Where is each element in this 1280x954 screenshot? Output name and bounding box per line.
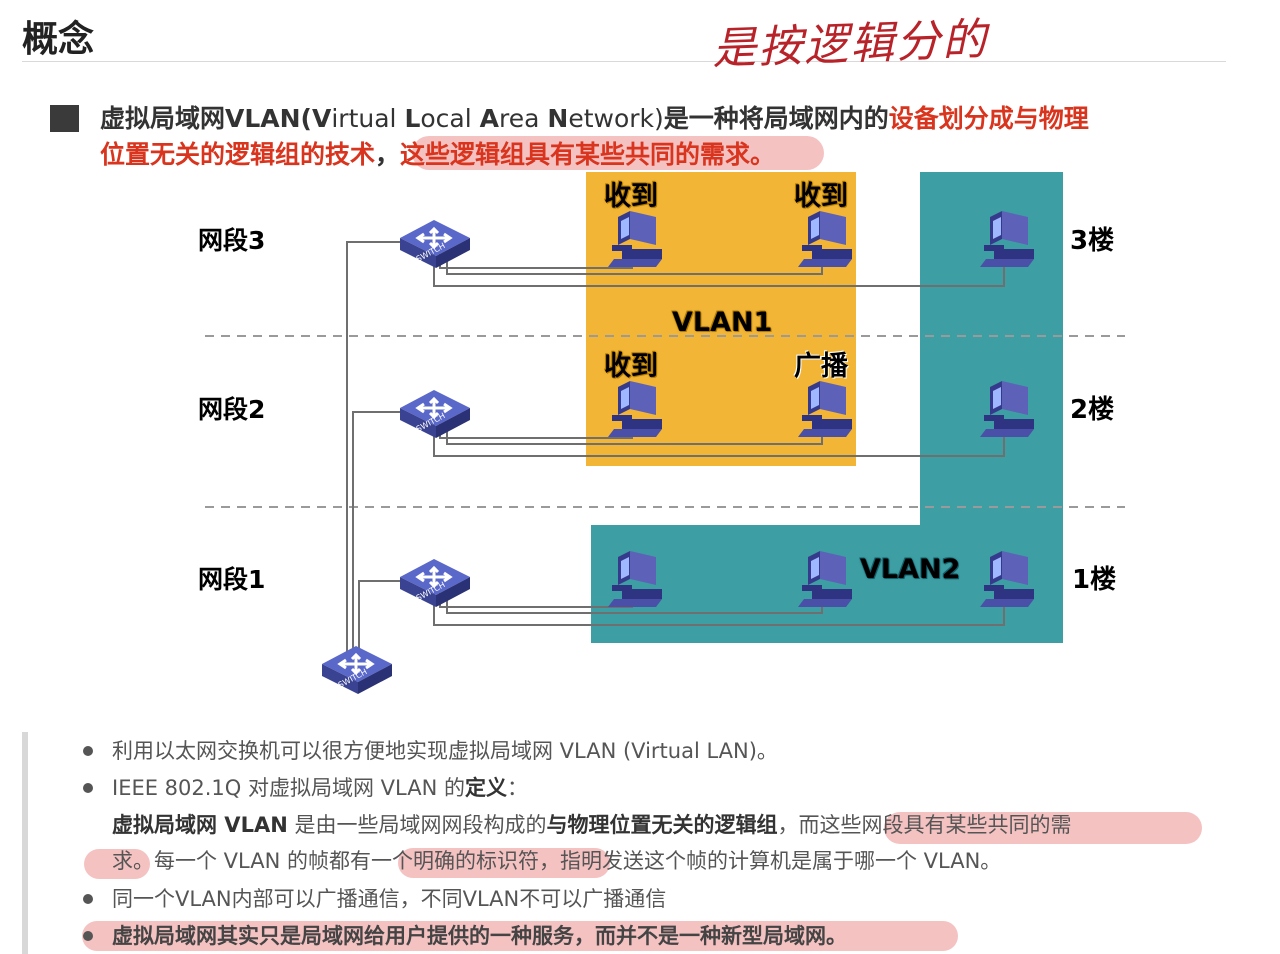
definition-text: 虚拟局域网VLAN(	[100, 104, 312, 133]
vlan2-label: VLAN2	[860, 554, 960, 585]
vlan1-label: VLAN1	[672, 307, 772, 338]
highlight-mark	[82, 921, 958, 951]
cable-line	[433, 590, 1005, 626]
title-divider	[22, 61, 1226, 62]
definition-text: etwork)	[568, 104, 664, 133]
note-text: ，而这些网段具有某些共同的需	[777, 813, 1072, 837]
segment-label: 网段3	[198, 226, 265, 255]
note-bold-text: 虚拟局域网 VLAN	[112, 813, 288, 837]
received-label: 收到	[604, 181, 658, 212]
note-text: ，指明发送这个帧的计算机是属于哪一个 VLAN。	[538, 849, 1002, 873]
note-bold-text: 定义	[464, 776, 507, 800]
broadcast-label: 广播	[794, 351, 849, 382]
cable-line	[358, 580, 400, 655]
bullet-dot-icon	[83, 931, 93, 941]
segment-label: 网段1	[198, 565, 265, 594]
definition-text: ocal	[420, 104, 480, 133]
bullet-dot-icon	[83, 783, 93, 793]
floor-label: 1楼	[1072, 565, 1116, 595]
highlight-mark	[884, 812, 1202, 844]
note-text: 求。每一个 VLAN 的帧都有	[112, 849, 371, 873]
bullet-square-icon	[50, 105, 79, 132]
note-item: IEEE 802.1Q 对虚拟局域网 VLAN 的定义：	[112, 773, 528, 803]
segment-label: 网段2	[198, 395, 265, 424]
note-text: ：	[506, 776, 528, 800]
definition-text: N	[547, 104, 569, 133]
note-item: 求。每一个 VLAN 的帧都有一个明确的标识符，指明发送这个帧的计算机是属于哪一…	[112, 846, 1001, 876]
received-label: 收到	[794, 181, 848, 212]
note-text: IEEE 802.1Q 对虚拟局域网 VLAN 的	[112, 776, 465, 800]
notes-side-bar	[22, 732, 28, 954]
cable-line	[346, 241, 400, 655]
floor-label: 3楼	[1070, 226, 1114, 256]
definition-text: V	[311, 104, 332, 133]
vlan-diagram: SWITCH SWITCH SWITCH SWITCH 网段3 网段2 网段1 …	[198, 172, 1125, 696]
received-label: 收到	[604, 351, 658, 382]
definition-text: irtual	[331, 104, 405, 133]
definition-emphasis: 位置无关的逻辑组的技术	[100, 140, 376, 169]
page-title: 概念	[22, 19, 95, 60]
note-text: 是由一些局域网网段构成的	[287, 813, 547, 837]
vlan2-region	[591, 172, 1063, 643]
definition-line-1: 虚拟局域网VLAN(Virtual Local Area Network)是一种…	[100, 101, 1089, 137]
definition-text: L	[404, 104, 421, 133]
note-item: 虚拟局域网 VLAN 是由一些局域网网段构成的与物理位置无关的逻辑组，而这些网段…	[112, 810, 1071, 840]
note-text: 一个明确的标识符	[370, 849, 539, 873]
bullet-dot-icon	[83, 894, 93, 904]
bullet-dot-icon	[83, 746, 93, 756]
definition-text: rea	[499, 104, 548, 133]
note-item: 同一个VLAN内部可以广播通信，不同VLAN不可以广播通信	[112, 887, 667, 911]
definition-text: A	[479, 104, 499, 133]
note-item: 虚拟局域网其实只是局域网给用户提供的一种服务，而并不是一种新型局域网。	[112, 924, 847, 948]
cable-line	[433, 250, 1005, 287]
definition-emphasis: 设备划分成与物理	[888, 104, 1089, 133]
highlight-mark	[412, 136, 824, 170]
definition-emphasis: 这些逻辑组具有某些共同的需求。	[400, 140, 776, 169]
cable-line	[433, 420, 1005, 457]
definition-text: 是一种将局域网内的	[663, 104, 889, 133]
definition-text: ，	[375, 140, 401, 169]
definition-line-2: 位置无关的逻辑组的技术，这些逻辑组具有某些共同的需求。	[100, 137, 775, 173]
note-item: 利用以太网交换机可以很方便地实现虚拟局域网 VLAN (Virtual LAN)…	[112, 739, 778, 763]
highlight-mark	[398, 848, 610, 878]
cable-line	[352, 411, 400, 655]
highlight-mark	[84, 849, 150, 879]
note-bold-text: 与物理位置无关的逻辑组	[546, 813, 778, 837]
floor-label: 2楼	[1070, 395, 1114, 425]
